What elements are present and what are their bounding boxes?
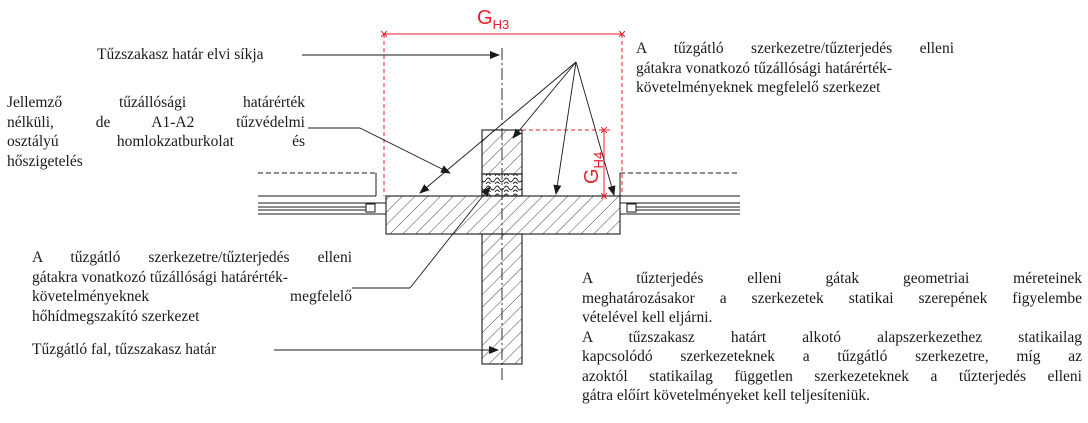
fire-barrier-top-line3: követelményeknek megfelelő szerkezet: [636, 79, 881, 96]
gh4-label: GH4: [581, 152, 606, 184]
fire-barrier-top-line1: A tűzgátló szerkezetre/tűzterjedés ellen…: [636, 40, 954, 57]
note-line3: vételével kell eljárni.: [582, 309, 713, 326]
cladding-line3: osztályú homlokzatburkolat és: [7, 133, 305, 150]
note-line1: A tűzterjedés elleni gátak geometriai mé…: [582, 270, 1082, 287]
cladding-line4: hőszigetelés: [7, 152, 83, 170]
thermal-break-line3: követelményeknek megfelelő: [32, 288, 352, 305]
cladding-label: Jellemző tűzállósági határérték nélküli,…: [7, 93, 305, 171]
fire-barrier-top-label: A tűzgátló szerkezetre/tűzterjedés ellen…: [636, 39, 954, 98]
thermal-break-label: A tűzgátló szerkezetre/tűzterjedés ellen…: [32, 248, 352, 326]
left-facade-layers: [258, 172, 386, 215]
fire-section-plane-label: Tűzszakasz határ elvi síkja: [97, 46, 264, 63]
cladding-line1: Jellemző tűzállósági határérték: [7, 94, 305, 111]
note-line6: azoktól statikailag független szerkezete…: [582, 367, 1082, 385]
note-line4: A tűzszakasz határt alkotó alapszerkezet…: [582, 328, 1082, 346]
note-line7: gátra előírt követelményeket kell teljes…: [582, 387, 870, 404]
thermal-break-line4: hőhídmegszakító szerkezet: [32, 307, 200, 325]
thermal-break-line2: gátakra vonatkozó tűzállósági határérték…: [32, 268, 289, 286]
note-line2: meghatározásakor a szerkezetek statikai …: [582, 289, 1082, 307]
gh3-label: GH3: [477, 7, 509, 32]
fire-barrier-top-line2: gátakra vonatkozó tűzállósági határérték…: [636, 59, 893, 77]
note-line5: kapcsolódó szerkezeteknek a tűzgátló sze…: [582, 348, 1082, 365]
right-facade-layers: [619, 172, 740, 215]
cladding-line2: nélküli, de A1-A2 tűzvédelmi: [7, 113, 305, 131]
leader-lines: [274, 51, 616, 354]
structural-note: A tűzterjedés elleni gátak geometriai mé…: [582, 269, 1082, 406]
thermal-break-line1: A tűzgátló szerkezetre/tűzterjedés ellen…: [32, 249, 352, 266]
fire-wall-label: Tűzgátló fal, tűzszakasz határ: [32, 341, 217, 358]
gh3-dimension: [384, 34, 622, 196]
